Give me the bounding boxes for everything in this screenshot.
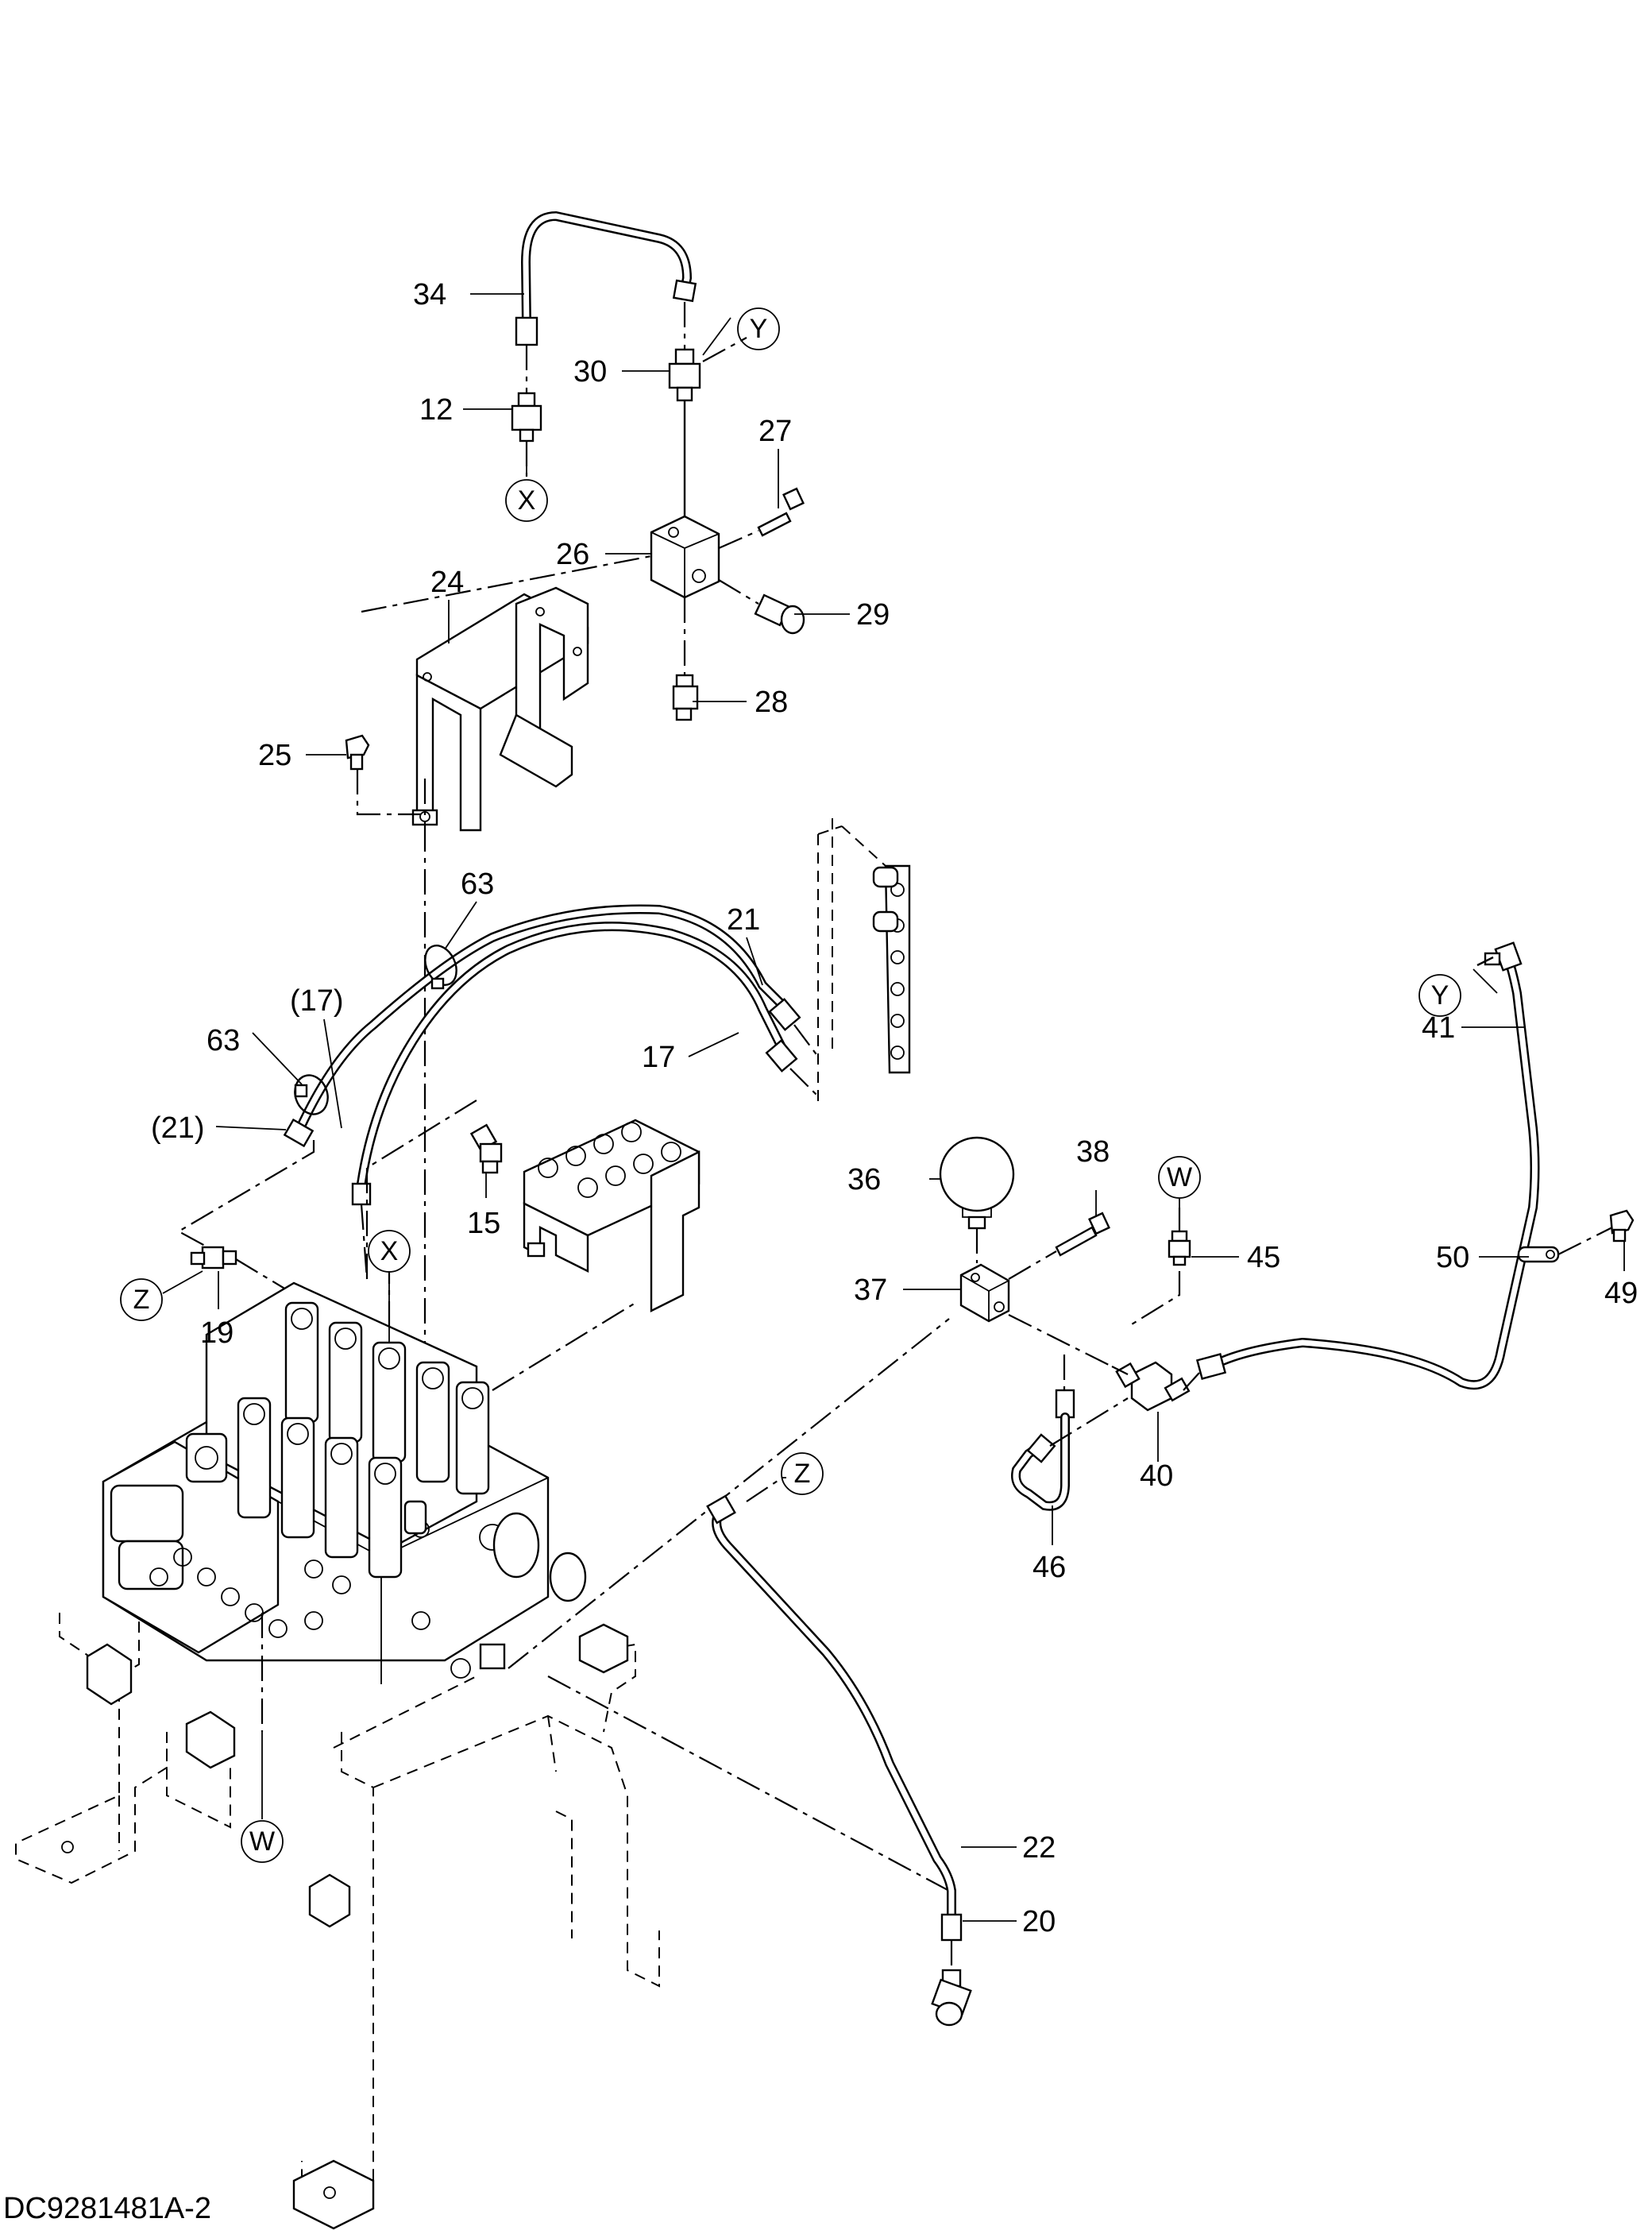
leader-17-15	[365, 1100, 477, 1279]
clamp-63-lower	[294, 1074, 329, 1115]
block-37	[959, 1263, 1010, 1323]
part-label-34: 34	[413, 278, 446, 311]
control-valve	[102, 1281, 587, 1684]
callout-letter: Z	[133, 1285, 150, 1315]
fitting-29	[718, 579, 805, 635]
callout-letter: Y	[1431, 980, 1449, 1011]
callout-letter: Z	[794, 1459, 811, 1489]
base-frame	[15, 1613, 660, 2230]
elbow-20	[931, 1969, 972, 2027]
callout-letter: W	[249, 1826, 275, 1857]
accumulator-36	[939, 1136, 1015, 1263]
callout-y-right: Y	[1418, 974, 1461, 1017]
manifold	[523, 1119, 701, 1312]
callout-z-left: Z	[120, 1278, 163, 1321]
callout-letter: X	[380, 1236, 399, 1266]
block-26	[650, 515, 720, 599]
leader-37-40	[1008, 1314, 1113, 1367]
bolt-27	[718, 487, 805, 550]
callout-z-hose: Z	[781, 1452, 824, 1495]
hose-41	[1183, 941, 1540, 1391]
callout-letter: Y	[750, 314, 768, 344]
part-label-12: 12	[419, 393, 453, 427]
bracket-24	[411, 586, 589, 832]
hose-34	[515, 211, 697, 346]
part-label-29: 29	[856, 598, 890, 632]
callout-w-right: W	[1158, 1156, 1201, 1199]
pilot-plate	[817, 818, 911, 1108]
fitting-45	[1127, 1208, 1191, 1328]
leader-valve-37	[508, 1318, 950, 1669]
callout-letter: W	[1167, 1162, 1192, 1192]
part-label-38: 38	[1076, 1135, 1110, 1169]
part-label-36: 36	[847, 1163, 881, 1196]
part-label-40: 40	[1140, 1459, 1173, 1493]
part-label-41: 41	[1422, 1011, 1455, 1045]
callout-y-top: Y	[737, 307, 780, 350]
leader-valve-20	[547, 1675, 950, 1892]
callout-letter: X	[518, 485, 536, 516]
part-label-45: 45	[1247, 1241, 1280, 1274]
fitting-30	[668, 302, 701, 516]
part-label-21-ref: (21)	[151, 1111, 205, 1145]
fitting-15	[469, 1123, 503, 1174]
part-label-17-ref: (17)	[290, 984, 344, 1018]
callout-x-top: X	[505, 479, 548, 522]
part-label-20: 20	[1022, 1905, 1056, 1938]
part-label-63-lower: 63	[206, 1024, 240, 1057]
part-label-19: 19	[200, 1316, 234, 1350]
callout-x-valve: X	[368, 1230, 411, 1273]
label-leaders	[162, 293, 1625, 1922]
bolt-25	[345, 734, 427, 826]
fitting-19	[190, 1246, 303, 1300]
part-label-21: 21	[727, 903, 760, 937]
part-label-17: 17	[642, 1041, 675, 1074]
part-label-22: 22	[1022, 1831, 1056, 1865]
part-label-50: 50	[1436, 1241, 1469, 1274]
bolt-49	[1609, 1209, 1635, 1243]
part-label-27: 27	[758, 415, 792, 448]
part-label-63-upper: 63	[461, 868, 494, 901]
hose-22	[706, 1477, 963, 1970]
clamp-63-upper	[424, 945, 457, 990]
part-label-24: 24	[430, 566, 464, 599]
hose-46	[1011, 1355, 1129, 1511]
part-label-26: 26	[556, 538, 589, 571]
bolt-38	[1008, 1212, 1110, 1280]
callout-w-bottom: W	[241, 1820, 284, 1863]
part-label-49: 49	[1604, 1277, 1638, 1310]
hoses-17-21	[283, 904, 819, 1280]
part-label-30: 30	[573, 355, 607, 388]
drawing-id: DC9281481A-2	[3, 2192, 211, 2225]
leader-26-24	[361, 555, 652, 613]
clamp-50	[1517, 1227, 1613, 1263]
part-label-46: 46	[1032, 1551, 1066, 1584]
leader-21-z	[176, 1140, 315, 1256]
part-label-37: 37	[854, 1273, 887, 1307]
part-label-28: 28	[755, 686, 788, 719]
fitting-28	[672, 597, 699, 721]
tee-40	[1111, 1361, 1191, 1412]
part-label-25: 25	[258, 739, 291, 772]
part-label-15: 15	[467, 1207, 500, 1240]
leader-valve-manifold	[492, 1302, 636, 1391]
